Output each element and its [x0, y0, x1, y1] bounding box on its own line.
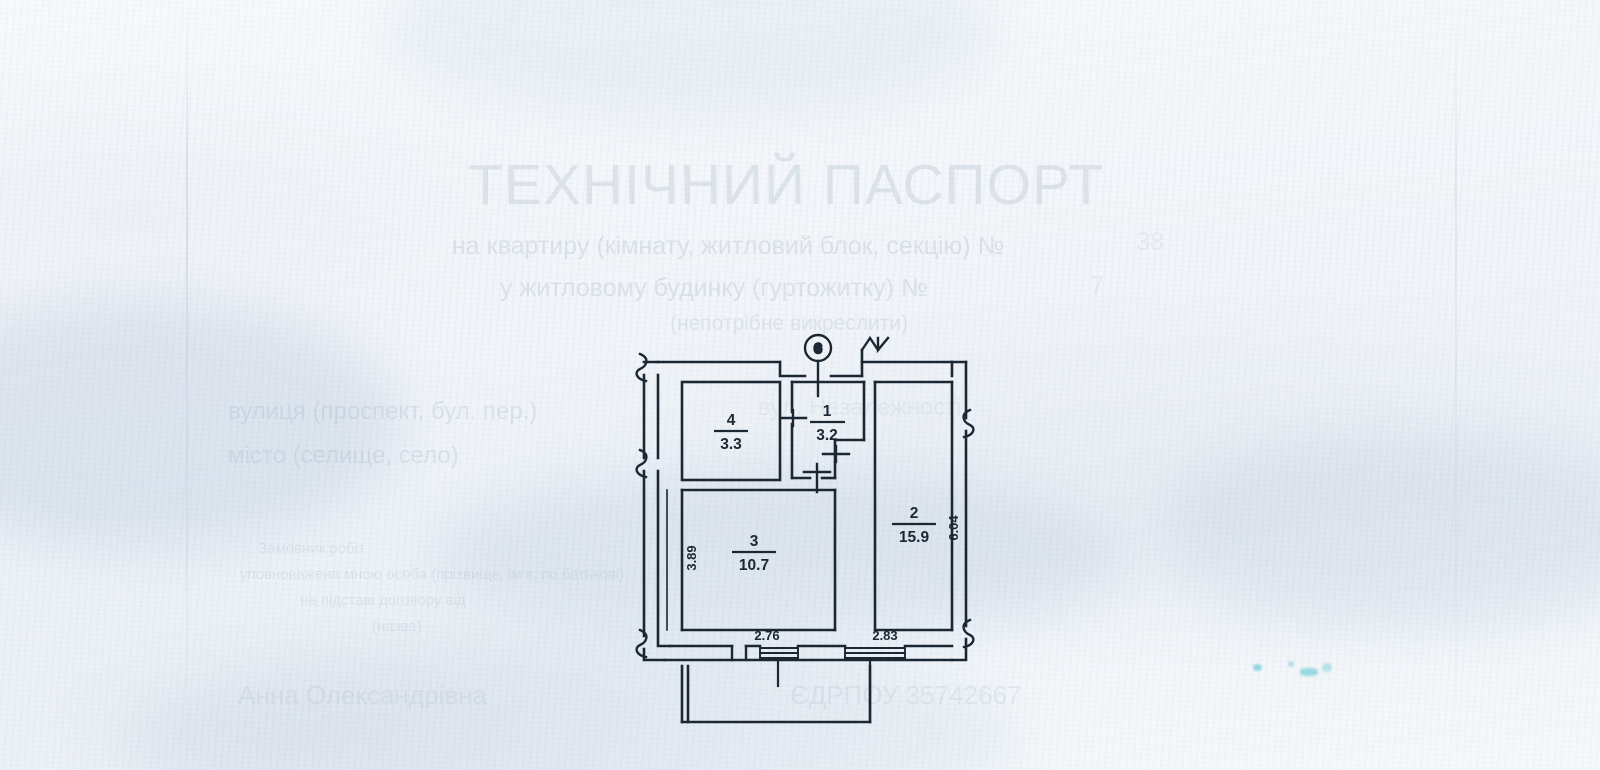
blue-ink-speck-d: [1322, 663, 1332, 672]
room-2-number: 2: [910, 505, 919, 522]
room-1-label: 1 3.2: [810, 403, 845, 444]
room-4-label: 4 3.3: [714, 412, 748, 453]
dimension-3-89: 3.89: [684, 545, 699, 570]
room-4-area: 3.3: [720, 436, 742, 453]
room-2-area: 15.9: [899, 529, 930, 546]
scan-shadow-left: [0, 300, 400, 550]
wall-break-symbol-left-bottom: [635, 628, 648, 659]
window-symbol-room3: [759, 645, 799, 661]
watermark-building-number: 7: [1090, 272, 1104, 300]
room-3-label: 3 10.7: [732, 533, 776, 574]
room-3-number: 3: [750, 533, 759, 550]
scan-shadow-top: [380, 0, 1000, 120]
watermark-org-name-label: (назва): [372, 618, 422, 635]
window-symbol-room2: [844, 645, 906, 661]
watermark-authorized-person-label: уповноважена мною особа (прізвище, ім'я,…: [240, 566, 625, 583]
blue-ink-speck-c: [1300, 668, 1318, 676]
blue-ink-speck-a: [1253, 664, 1262, 671]
room-2-label: 2 15.9: [892, 505, 936, 546]
balcony-connector-lines: [776, 658, 872, 724]
watermark-client-label: Замовник робіт: [258, 540, 365, 557]
watermark-street-label: вулиця (проспект, бул. пер.): [228, 398, 538, 425]
entrance-marker: [803, 333, 833, 398]
top-outer-wall: [778, 348, 954, 378]
watermark-subtitle-line1: на квартиру (кімнату, житловий блок, сек…: [452, 232, 1005, 260]
wall-break-symbol-left-middle: [635, 448, 648, 479]
watermark-subtitle-line2: у житловому будинку (гуртожитку) №: [500, 274, 928, 302]
watermark-apartment-number: 38: [1136, 228, 1164, 256]
bottom-outer-wall: [663, 644, 954, 662]
wall-break-symbol-right-bottom: [962, 618, 975, 649]
blue-ink-speck-b: [1288, 661, 1294, 667]
wall-break-symbol-right-top: [962, 408, 975, 439]
room-2-walls: [873, 380, 954, 632]
watermark-person-name: Анна Олександрівна: [238, 680, 487, 710]
entrance-marker-label: 6: [814, 340, 822, 356]
watermark-title: ТЕХНІЧНИЙ ПАСПОРТ: [468, 153, 1105, 217]
right-outer-wall: [950, 360, 968, 662]
dimension-6-04: 6.04: [946, 515, 961, 541]
left-outer-wall: [642, 360, 782, 662]
balcony-outline: [680, 664, 872, 724]
door-opening-marks-room1: [778, 408, 851, 494]
wall-break-symbol-left-top: [635, 352, 648, 383]
room-1-area: 3.2: [816, 427, 838, 444]
balcony-door-jamb: [730, 644, 748, 662]
room-1-number: 1: [823, 403, 832, 420]
dimension-2-76: 2.76: [754, 628, 779, 643]
watermark-city-label: місто (селище, село): [228, 442, 459, 469]
room-4-walls: [680, 380, 782, 482]
watermark-contract-label: на підставі договору від: [300, 592, 466, 609]
scan-shadow-right: [1150, 430, 1600, 630]
entrance-door-swing-icon: [860, 335, 890, 354]
room-3-walls: [680, 488, 837, 632]
room-4-number: 4: [727, 412, 736, 429]
apartment-floor-plan: 6: [620, 330, 1010, 724]
paper-fold-line-left: [186, 0, 188, 770]
paper-fold-line-right: [1455, 0, 1457, 770]
room-3-area: 10.7: [739, 557, 769, 574]
dimension-2-83: 2.83: [872, 628, 897, 643]
